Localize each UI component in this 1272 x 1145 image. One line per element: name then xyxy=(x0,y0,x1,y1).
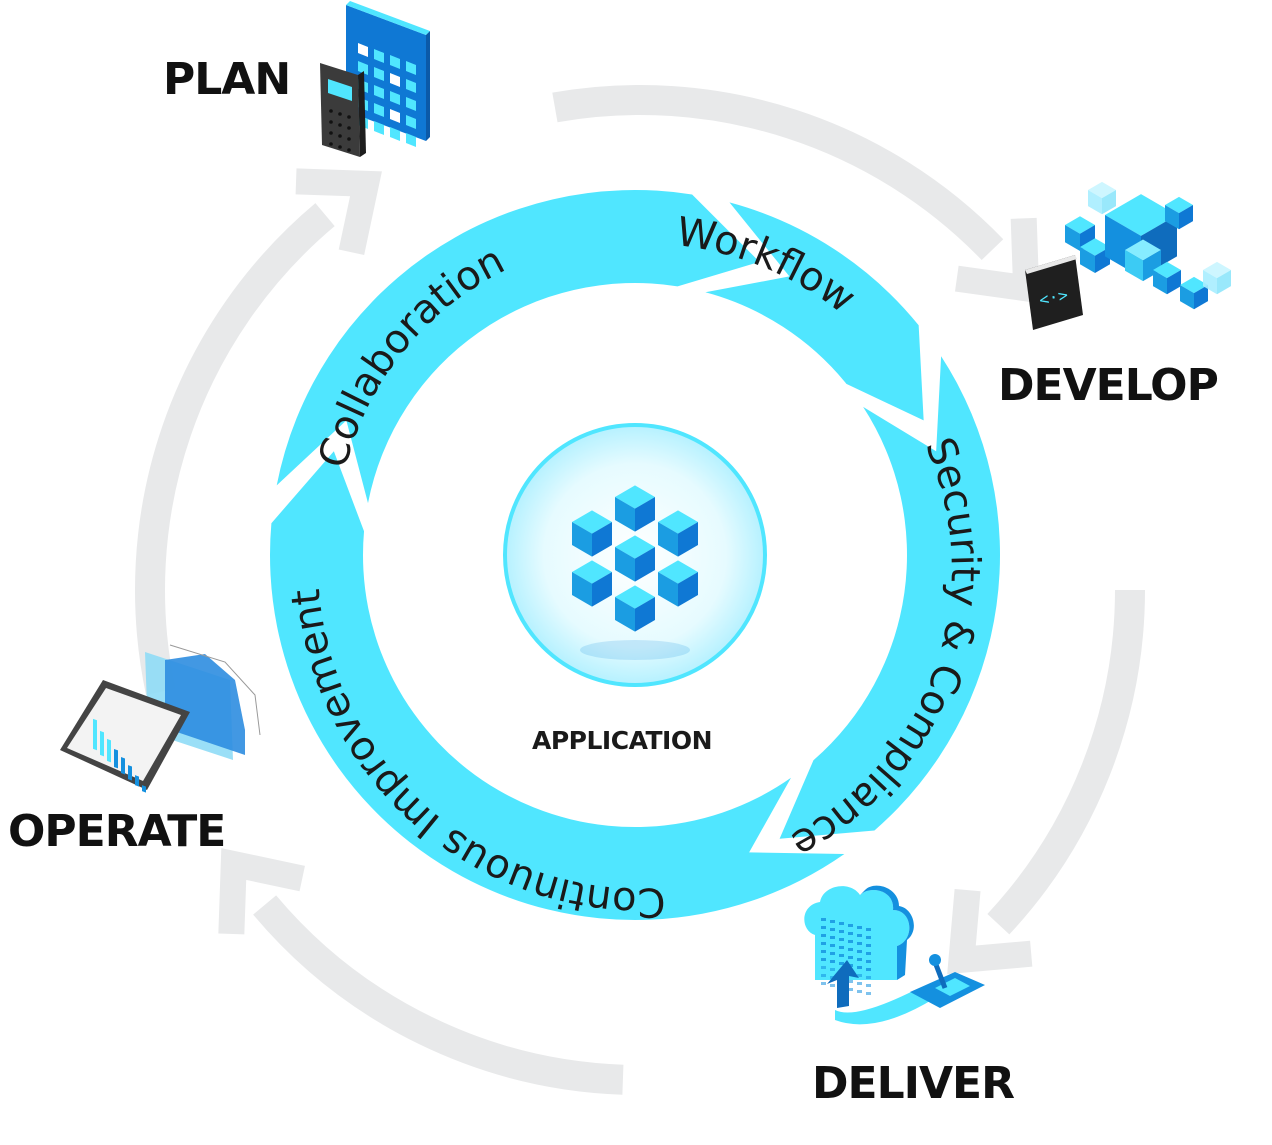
arrowhead-icon xyxy=(954,217,1040,304)
deliver-to-operate-arrow xyxy=(253,895,624,1095)
application-label: APPLICATION xyxy=(532,726,713,755)
arrowhead-icon xyxy=(218,848,305,935)
stage-plan-label: PLAN xyxy=(163,54,291,105)
application-hub xyxy=(503,423,767,687)
stage-develop-label: DEVELOP xyxy=(998,360,1219,411)
cube-cluster-icon xyxy=(572,485,698,660)
stage-deliver-label: DELIVER xyxy=(812,1058,1015,1109)
segment-continuous-improvement xyxy=(270,451,845,920)
stage-operate-label: OPERATE xyxy=(8,806,226,857)
cloud-deploy-icon xyxy=(804,885,985,1025)
arrowhead-icon xyxy=(295,168,382,255)
operate-to-plan-arrow xyxy=(135,203,335,695)
develop-to-deliver-arrow xyxy=(987,589,1145,935)
calendar-calculator-icon xyxy=(320,1,430,157)
monitor-chart-icon xyxy=(60,644,261,793)
plan-to-develop-arrow xyxy=(552,85,1004,261)
segment-security-compliance xyxy=(779,356,1001,839)
segment-workflow xyxy=(705,202,924,421)
arrowhead-icon xyxy=(947,888,1033,975)
segment-collaboration xyxy=(276,190,760,504)
outer-cycle-ring xyxy=(135,85,1145,1095)
code-cubes-icon: <·> xyxy=(1025,181,1231,330)
inner-ring xyxy=(270,190,1001,920)
